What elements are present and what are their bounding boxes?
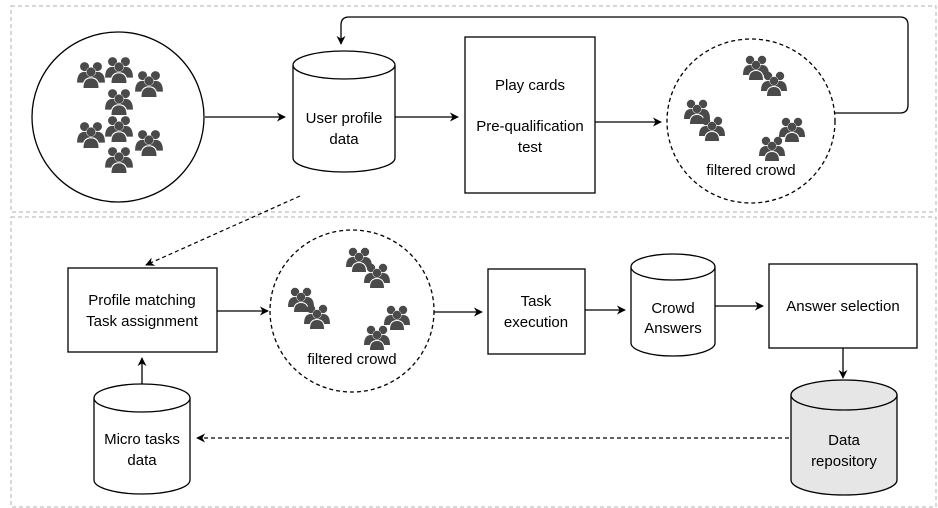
task-assignment-label: Task assignment [86, 313, 199, 330]
answer-selection-label: Answer selection [786, 298, 899, 315]
task-label: Task [521, 293, 552, 310]
execution-label: execution [504, 314, 568, 331]
filtered-crowd-top-label: filtered crowd [706, 162, 795, 179]
filtered-crowd-bottom: filtered crowd [269, 229, 435, 393]
play-cards-label: Play cards [495, 77, 565, 94]
task-execution-box: Task execution [487, 268, 586, 355]
profile-matching-box: Profile matching Task assignment [67, 267, 218, 353]
user-profile-data-label-line2: data [329, 131, 359, 148]
user-profile-data-db: User profile data [292, 50, 396, 173]
bottom-section-border [10, 216, 937, 508]
crowd-answers-label-line1: Crowd [651, 300, 694, 317]
user-profile-data-label-line1: User profile [306, 110, 383, 127]
arrow-feedback-to-profile [336, 16, 909, 114]
micro-tasks-db: Micro tasks data [93, 383, 191, 495]
micro-tasks-label-line2: data [127, 452, 157, 469]
micro-tasks-label-line1: Micro tasks [104, 431, 180, 448]
crowd-answers-label-line2: Answers [644, 320, 702, 337]
data-repository-label-line1: Data [828, 432, 860, 449]
data-repository-db: Data repository [790, 379, 898, 496]
pre-qualification-box: Play cards Pre-qualification test [464, 36, 596, 194]
arrow-profile-to-matching [145, 195, 301, 266]
top-section-border [10, 5, 937, 213]
answer-selection-box: Answer selection [768, 263, 918, 349]
crowd-circle [31, 31, 205, 203]
crowd-answers-db: Crowd Answers [630, 253, 716, 357]
filtered-crowd-top: filtered crowd [666, 38, 836, 204]
filtered-crowd-bottom-label: filtered crowd [307, 351, 396, 368]
pre-qualification-label: Pre-qualification [476, 118, 584, 135]
profile-matching-label: Profile matching [88, 292, 196, 309]
data-repository-label-line2: repository [811, 453, 877, 470]
test-label: test [518, 139, 543, 156]
